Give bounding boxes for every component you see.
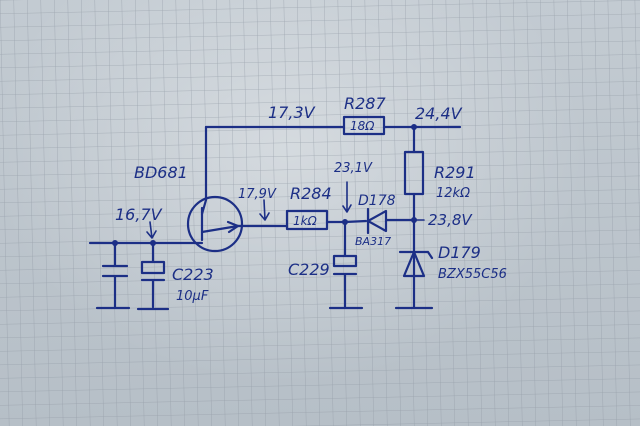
r284-resistor-symbol <box>285 209 329 231</box>
d179-name-label: D179 <box>438 243 481 262</box>
v167-arrow <box>146 221 157 239</box>
d178-type-label: BA317 <box>355 235 391 248</box>
bd681-label: BD681 <box>134 163 188 182</box>
left-capacitor-symbol <box>95 241 131 310</box>
v231-arrow <box>342 181 352 213</box>
r287-resistor-symbol <box>342 115 386 136</box>
r284-name-label: R284 <box>290 184 332 203</box>
c223-name-label: C223 <box>172 265 214 284</box>
d179-type-label: BZX55C56 <box>438 267 507 282</box>
v179-arrow <box>259 199 270 221</box>
voltage-label-17v9: 17,9V <box>238 187 277 202</box>
c223-capacitor-symbol <box>136 241 170 311</box>
transistor-emitter <box>200 224 240 234</box>
voltage-label-24v4: 24,4V <box>415 104 463 123</box>
voltage-label-17v3: 17,3V <box>268 103 316 122</box>
r291-value-label: 12kΩ <box>436 186 470 201</box>
r291-name-label: R291 <box>434 163 476 182</box>
r287-name-label: R287 <box>344 94 386 113</box>
bd681-transistor-symbol <box>186 195 244 253</box>
d178-name-label: D178 <box>358 193 396 209</box>
voltage-label-16v7: 16,7V <box>115 205 163 224</box>
d178-wire <box>343 219 368 224</box>
c223-value-label: 10µF <box>176 289 209 304</box>
voltage-label-23v1: 23,1V <box>334 161 373 176</box>
voltage-label-23v8: 23,8V <box>428 211 473 229</box>
r284-value-label: 1kΩ <box>293 214 318 228</box>
r287-value-label: 18Ω <box>350 119 375 133</box>
c229-capacitor-symbol <box>328 220 364 310</box>
d179-zener-symbol <box>398 250 434 278</box>
transistor-collector <box>200 198 208 216</box>
c229-name-label: C229 <box>288 260 330 279</box>
